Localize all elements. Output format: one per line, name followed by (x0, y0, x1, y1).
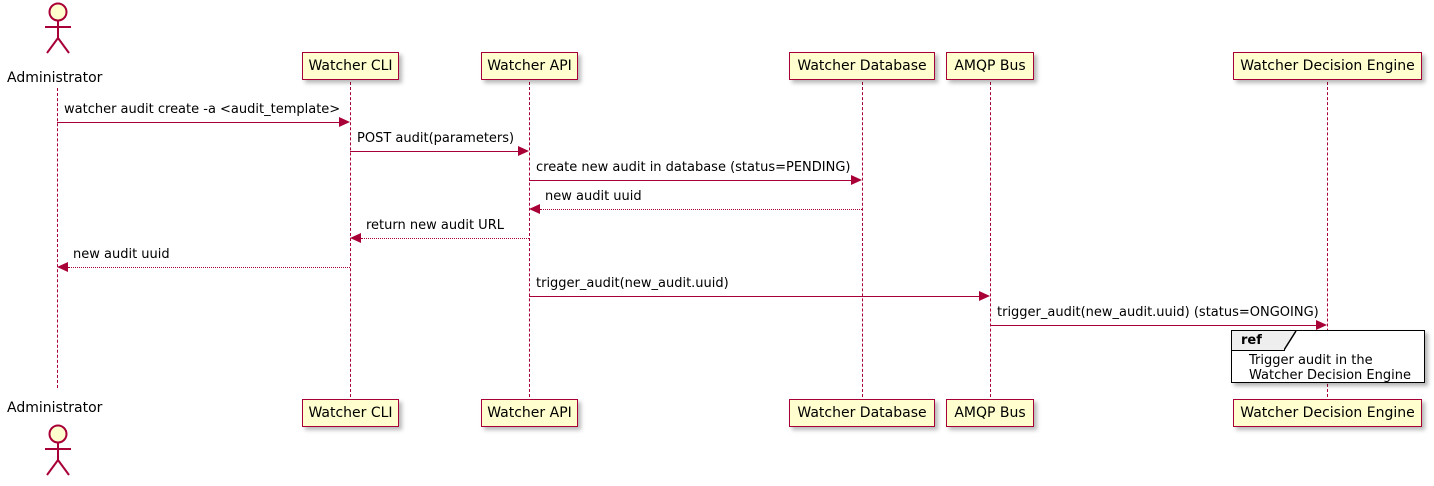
participant-watcher-cli-bottom[interactable]: Watcher CLI (302, 399, 399, 427)
actor-label-administrator-bottom: Administrator (7, 400, 103, 416)
stick-figure-icon (45, 424, 71, 476)
message-arrowhead-3 (851, 175, 862, 185)
lifeline-amqp-bus (990, 82, 991, 397)
participant-watcher-database-bottom[interactable]: Watcher Database (789, 399, 935, 427)
message-arrowhead-6 (57, 262, 68, 272)
message-arrowhead-7 (979, 291, 990, 301)
participant-label: Watcher Decision Engine (1240, 405, 1415, 421)
message-line-5 (361, 238, 529, 239)
participant-label: AMQP Bus (954, 58, 1026, 74)
participant-label: Watcher Decision Engine (1240, 58, 1415, 74)
message-line-1 (57, 122, 339, 123)
ref-tab-corner-icon (1284, 331, 1297, 351)
actor-label-administrator-top: Administrator (7, 70, 103, 86)
message-line-7 (529, 296, 979, 297)
message-line-6 (68, 267, 350, 268)
participant-watcher-database-top[interactable]: Watcher Database (789, 52, 935, 80)
ref-fragment-label: ref (1241, 333, 1262, 348)
message-label-7: trigger_audit(new_audit.uuid) (536, 276, 729, 291)
actor-administrator-top[interactable] (36, 2, 80, 56)
message-label-6: new audit uuid (73, 247, 170, 262)
participant-watcher-decision-engine-bottom[interactable]: Watcher Decision Engine (1233, 399, 1422, 427)
message-arrowhead-5 (350, 233, 361, 243)
participant-label: Watcher Database (797, 405, 927, 421)
message-line-4 (540, 209, 862, 210)
participant-watcher-cli-top[interactable]: Watcher CLI (302, 52, 399, 80)
ref-fragment[interactable]: ref Trigger audit in the Watcher Decisio… (1231, 330, 1425, 383)
actor-administrator-bottom[interactable] (36, 424, 80, 478)
message-label-3: create new audit in database (status=PEN… (536, 160, 851, 175)
participant-watcher-decision-engine-top[interactable]: Watcher Decision Engine (1233, 52, 1422, 80)
message-arrowhead-4 (529, 204, 540, 214)
participant-amqp-bus-top[interactable]: AMQP Bus (946, 52, 1034, 80)
message-label-1: watcher audit create -a <audit_template> (64, 102, 341, 117)
participant-label: Watcher API (487, 58, 572, 74)
participant-label: Watcher API (487, 405, 572, 421)
message-line-8 (990, 325, 1316, 326)
participant-label: AMQP Bus (954, 405, 1026, 421)
participant-label: Watcher CLI (308, 58, 393, 74)
participant-watcher-api-bottom[interactable]: Watcher API (481, 399, 578, 427)
message-arrowhead-1 (339, 117, 350, 127)
message-label-4: new audit uuid (545, 189, 642, 204)
lifeline-watcher-database (862, 82, 863, 397)
message-arrowhead-8 (1316, 320, 1327, 330)
ref-fragment-body: Trigger audit in the Watcher Decision En… (1249, 353, 1411, 383)
message-arrowhead-2 (518, 146, 529, 156)
message-line-3 (529, 180, 851, 181)
participant-label: Watcher Database (797, 58, 927, 74)
lifeline-watcher-decision-engine (1327, 82, 1328, 397)
lifeline-administrator (57, 88, 58, 388)
message-label-2: POST audit(parameters) (357, 131, 515, 146)
participant-label: Watcher CLI (308, 405, 393, 421)
message-label-8: trigger_audit(new_audit.uuid) (status=ON… (997, 305, 1319, 320)
lifeline-watcher-api (529, 82, 530, 397)
participant-amqp-bus-bottom[interactable]: AMQP Bus (946, 399, 1034, 427)
participant-watcher-api-top[interactable]: Watcher API (481, 52, 578, 80)
message-line-2 (350, 151, 518, 152)
stick-figure-icon (45, 2, 71, 54)
message-label-5: return new audit URL (366, 218, 504, 233)
